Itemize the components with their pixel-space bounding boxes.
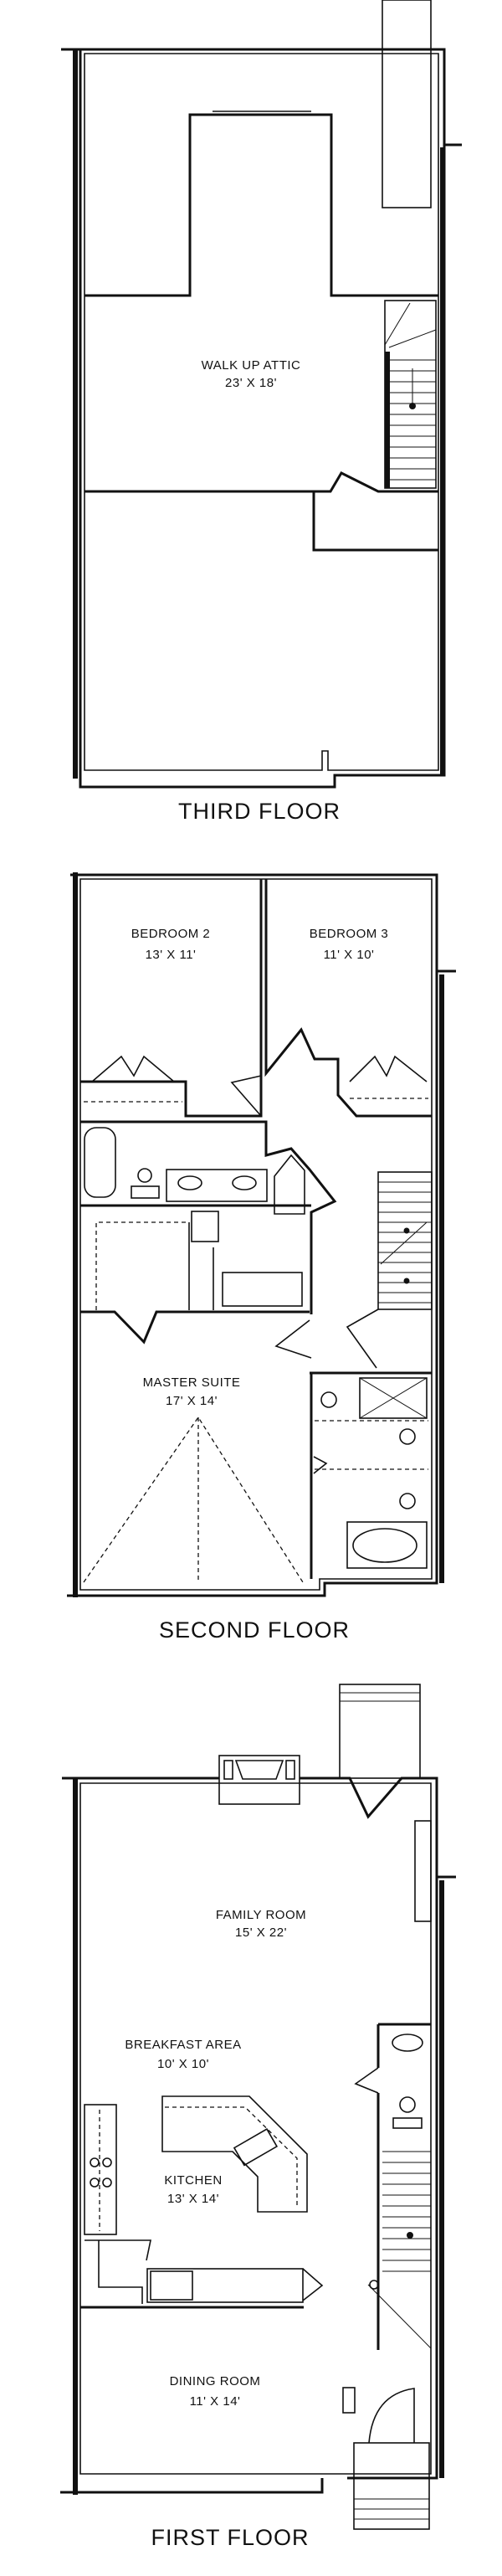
- floor-title-third: THIRD FLOOR: [178, 799, 341, 824]
- master-suite-wall: [80, 1310, 310, 1345]
- cooktop-icon: [90, 2157, 112, 2188]
- interior-wall: [79, 878, 433, 1591]
- rear-stoop: [339, 1684, 421, 1779]
- built-in-shelves: [414, 1820, 432, 1922]
- coat-closet: [342, 2387, 356, 2414]
- master-door: [274, 1319, 312, 1359]
- left-counter: [84, 2104, 117, 2235]
- exterior-wall: [61, 48, 462, 789]
- first-floor-stairs: [367, 0, 432, 2349]
- room-name-family-room: FAMILY ROOM: [216, 1908, 306, 1922]
- shower-cross: [359, 1377, 428, 1419]
- bedroom-2-door: [230, 1075, 262, 1117]
- closet-doors: [91, 1055, 175, 1082]
- front-door-swing: [368, 2388, 415, 2444]
- laundry-sink: [191, 1211, 219, 1242]
- soaking-tub: [346, 1521, 428, 1569]
- attic-stairs: [384, 300, 437, 489]
- powder-room-door: [354, 2067, 379, 2094]
- room-name-breakfast-area: BREAKFAST AREA: [125, 2038, 241, 2052]
- closet-shelf: [95, 1221, 189, 1310]
- exterior-wall: [67, 873, 456, 1597]
- room-name-walk-up-attic: WALK UP ATTIC: [202, 358, 301, 373]
- room-dims-kitchen: 13' X 14': [167, 2192, 219, 2206]
- first-floor-plan: FAMILY ROOM 15' X 22' BREAKFAST AREA 10'…: [60, 0, 456, 2550]
- kitchen-door: [302, 2268, 324, 2301]
- toilet-icon: [320, 1391, 337, 1408]
- interior-wall: [84, 53, 439, 771]
- room-dims-bedroom-2: 13' X 11': [146, 948, 197, 962]
- stair-door: [346, 1309, 379, 1369]
- tub-basin: [352, 1528, 417, 1563]
- sink-icon: [399, 1493, 416, 1509]
- room-dims-walk-up-attic: 23' X 18': [225, 376, 277, 390]
- island-overhang: [165, 2106, 298, 2208]
- bedroom-2-wall: [80, 879, 263, 1118]
- shower-icon: [359, 1377, 428, 1419]
- bathtub-icon: [84, 1127, 116, 1198]
- master-bath-wall: [310, 1371, 432, 1579]
- closet-wall: [312, 491, 438, 552]
- room-dims-master-suite: 17' X 14': [166, 1394, 218, 1408]
- second-floor-stairs: [377, 1171, 433, 1310]
- room-name-kitchen: KITCHEN: [164, 2173, 222, 2188]
- pantry: [85, 2239, 151, 2304]
- room-dims-dining-room: 11' X 14': [190, 2394, 241, 2409]
- kitchen-island: [161, 2095, 308, 2213]
- room-dims-family-room: 15' X 22': [235, 1926, 287, 1940]
- room-name-bedroom-2: BEDROOM 2: [131, 927, 211, 941]
- room-dims-breakfast-area: 10' X 10': [157, 2057, 209, 2071]
- closet-wall: [188, 1222, 214, 1310]
- toilet-icon: [137, 1168, 152, 1183]
- bath-door: [313, 1456, 328, 1474]
- fireplace-icon: [218, 1755, 300, 1805]
- room-name-master-suite: MASTER SUITE: [143, 1375, 241, 1390]
- kitchen-sink: [233, 2128, 279, 2167]
- toilet-tank: [131, 1185, 160, 1199]
- front-stoop: [353, 2442, 430, 2530]
- third-floor-plan: WALK UP ATTIC 23' X 18' THIRD FLOOR: [61, 48, 462, 824]
- sink-icon: [232, 1175, 257, 1190]
- washer-dryer: [222, 1272, 303, 1307]
- floor-title-second: SECOND FLOOR: [159, 1617, 350, 1643]
- sink-icon: [399, 1428, 416, 1445]
- floor-title-first: FIRST FLOOR: [151, 2525, 309, 2550]
- vaulted-ceiling-lines: [83, 1416, 304, 1583]
- powder-room-wall: [376, 2023, 431, 2350]
- dishwasher: [150, 2270, 193, 2301]
- lower-counter: [146, 2268, 304, 2303]
- room-name-bedroom-3: BEDROOM 3: [310, 927, 389, 941]
- attic-divider-wall: [85, 471, 438, 493]
- bedroom-3-wall: [264, 879, 432, 1118]
- linen-closet: [274, 1154, 305, 1215]
- toilet-tank: [392, 2117, 423, 2129]
- sink-icon: [177, 1175, 202, 1190]
- room-dims-bedroom-3: 11' X 10': [324, 948, 375, 962]
- vanity: [166, 1169, 268, 1202]
- interior-wall: [79, 1782, 432, 2475]
- closet-doors: [349, 1055, 428, 1082]
- room-name-dining-room: DINING ROOM: [170, 2374, 261, 2388]
- toilet-icon: [399, 2096, 416, 2113]
- sink-icon: [392, 2034, 423, 2052]
- second-floor-plan: BEDROOM 2 13' X 11' BEDROOM 3 11' X 10' …: [67, 872, 456, 1643]
- hall-bath-wall: [80, 1120, 337, 1314]
- attic-knee-wall: [85, 113, 438, 297]
